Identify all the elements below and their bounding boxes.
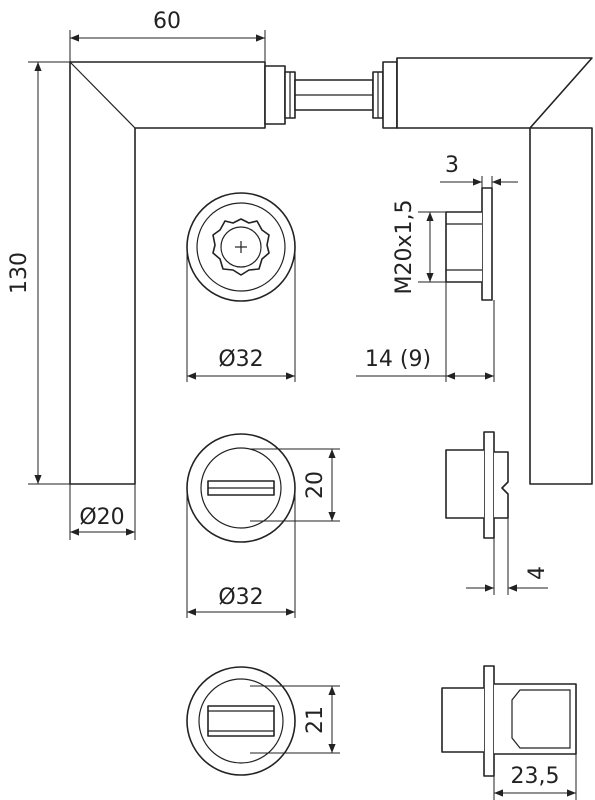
round-escutcheon-middle (186, 433, 296, 543)
label-d32-mid: Ø32 (218, 585, 263, 610)
label-14: 14 (9) (365, 347, 431, 372)
dimension-lines (34, 34, 576, 797)
label-21: 21 (303, 706, 328, 734)
label-130: 130 (7, 252, 32, 294)
label-20: 20 (303, 471, 328, 499)
label-4: 4 (525, 566, 550, 580)
label-d20: Ø20 (79, 505, 124, 530)
right-lever-handle (396, 57, 593, 485)
label-60: 60 (153, 9, 181, 34)
label-23-5: 23,5 (511, 764, 560, 789)
rose-side-profile (445, 187, 493, 301)
turn-side-profile (441, 665, 577, 777)
right-lever-outline (396, 57, 593, 485)
label-d32-top: Ø32 (218, 347, 263, 372)
dimension-labels: 60 130 Ø20 Ø32 Ø32 20 21 M20x1,5 3 14 (9… (7, 9, 559, 789)
escutcheon-side-profile (445, 431, 509, 539)
label-thread: M20x1,5 (392, 200, 417, 295)
round-rose-top (186, 192, 296, 302)
label-3: 3 (445, 153, 459, 178)
spindle-assembly (264, 61, 398, 129)
turn-knob-bottom (186, 666, 296, 776)
